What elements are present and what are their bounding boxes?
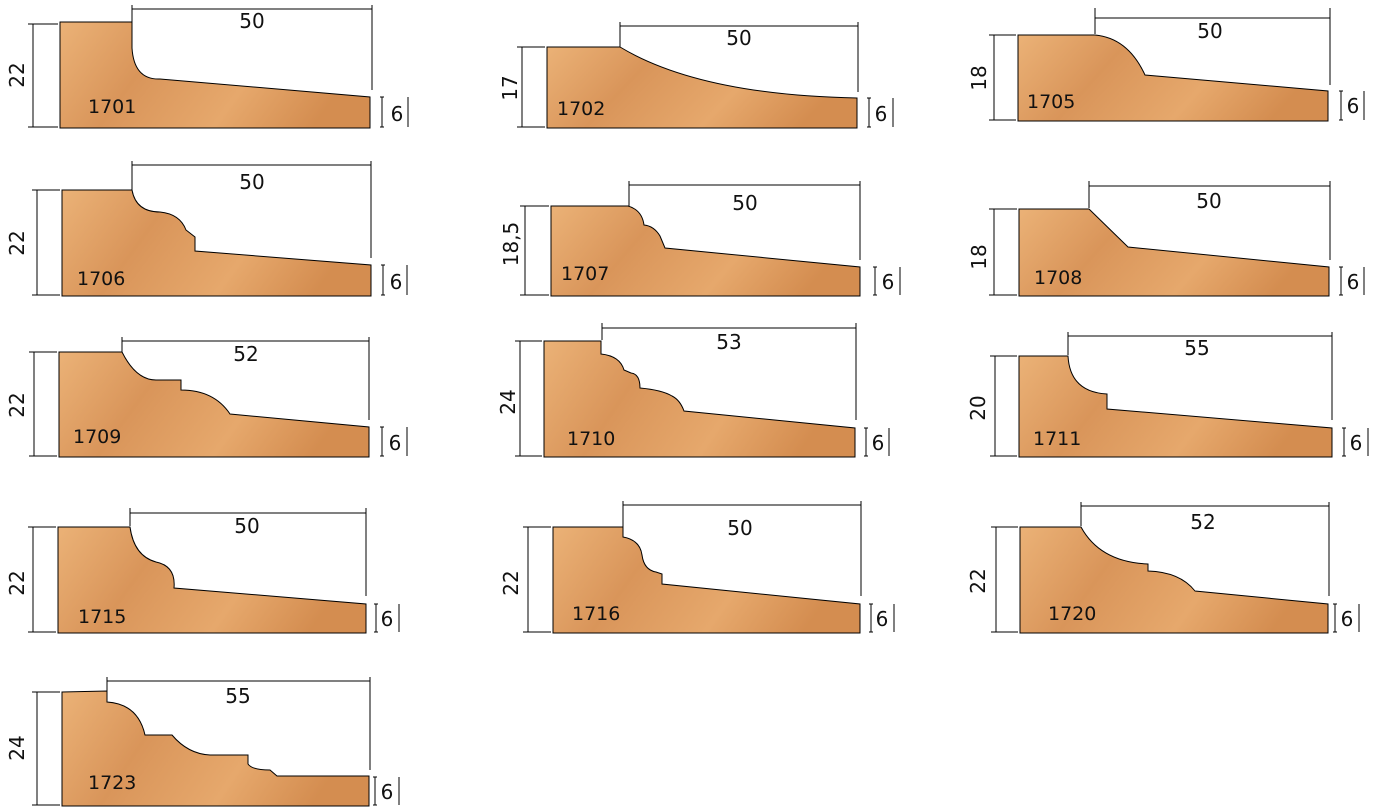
width-dim-label: 52	[1190, 510, 1215, 534]
height-dim-label: 22	[5, 392, 29, 417]
width-dim-label: 52	[233, 342, 258, 366]
profile-shape	[1019, 526, 1329, 634]
thickness-dim-label: 6	[1350, 431, 1363, 455]
thickness-dim-label: 6	[875, 102, 888, 126]
height-dim-label: 22	[5, 230, 29, 255]
height-dim-label: 18	[967, 65, 991, 90]
profile-shape	[1018, 355, 1333, 458]
profile-code: 1715	[78, 606, 126, 628]
thickness-dim-label: 6	[390, 270, 403, 294]
profile-1708: 18 50 6 1708	[967, 181, 1365, 297]
profile-1707: 18,5 50 6 1707	[499, 181, 901, 297]
width-dim-label: 50	[1197, 19, 1222, 43]
profile-shape	[1018, 208, 1330, 297]
profile-code: 1707	[561, 263, 609, 285]
profile-shape	[61, 690, 370, 807]
profile-1720: 22 52 6 1720	[966, 502, 1360, 634]
profile-code: 1709	[73, 426, 121, 448]
height-dim-label: 22	[966, 568, 990, 593]
profile-shape	[61, 189, 372, 297]
profile-1723: 24 55 6 1723	[5, 677, 400, 807]
width-dim-label: 50	[239, 9, 264, 33]
profile-shape	[552, 526, 861, 634]
profile-1715: 22 50 6 1715	[5, 508, 400, 634]
width-dim-label: 50	[732, 191, 757, 215]
width-dim-label: 55	[225, 684, 250, 708]
height-dim-label: 22	[5, 570, 29, 595]
thickness-dim-label: 6	[381, 607, 394, 631]
thickness-dim-label: 6	[1341, 607, 1354, 631]
thickness-dim-label: 6	[882, 270, 895, 294]
width-dim-label: 50	[234, 514, 259, 538]
profile-shape	[1017, 34, 1329, 122]
profile-shape	[543, 340, 856, 458]
profile-1716: 22 50 6 1716	[499, 501, 895, 634]
thickness-dim-label: 6	[391, 102, 404, 126]
profile-code: 1702	[557, 98, 605, 120]
thickness-dim-label: 6	[876, 607, 889, 631]
height-dim-label: 22	[5, 62, 29, 87]
height-dim-label: 17	[498, 75, 522, 100]
thickness-dim-label: 6	[1347, 94, 1360, 118]
profile-code: 1720	[1048, 603, 1096, 625]
height-dim-label: 24	[496, 389, 520, 414]
profile-code: 1716	[572, 603, 620, 625]
profile-1711: 20 55 6 1711	[966, 332, 1369, 458]
profile-shape	[57, 526, 367, 634]
profile-1706: 22 50 6 1706	[5, 161, 408, 297]
profile-code: 1706	[77, 268, 125, 290]
profile-shape	[58, 351, 370, 458]
thickness-dim-label: 6	[381, 780, 394, 804]
profile-1705: 18 50 6 1705	[967, 8, 1365, 122]
profile-shape	[550, 205, 861, 297]
profile-shape	[59, 21, 371, 129]
profile-code: 1723	[88, 772, 136, 794]
height-dim-label: 20	[966, 395, 990, 420]
thickness-dim-label: 6	[389, 431, 402, 455]
profile-code: 1705	[1027, 91, 1075, 113]
width-dim-label: 55	[1184, 336, 1209, 360]
width-dim-label: 50	[1196, 189, 1221, 213]
width-dim-label: 53	[716, 330, 741, 354]
profile-code: 1711	[1033, 428, 1081, 450]
profile-code: 1708	[1034, 267, 1082, 289]
height-dim-label: 22	[499, 570, 523, 595]
width-dim-label: 50	[727, 516, 752, 540]
profile-1702: 17 50 6 1702	[498, 22, 894, 129]
thickness-dim-label: 6	[1347, 270, 1360, 294]
height-dim-label: 18,5	[499, 222, 523, 267]
height-dim-label: 18	[967, 244, 991, 269]
profile-1709: 22 52 6 1709	[5, 337, 408, 458]
profile-1701: 22 50 6 1701	[5, 5, 409, 129]
height-dim-label: 24	[5, 735, 29, 760]
width-dim-label: 50	[239, 170, 264, 194]
thickness-dim-label: 6	[872, 431, 885, 455]
profile-shape	[546, 46, 858, 129]
profile-code: 1701	[88, 96, 136, 118]
profile-code: 1710	[567, 428, 615, 450]
width-dim-label: 50	[726, 26, 751, 50]
profile-1710: 24 53 6 1710	[496, 323, 890, 458]
